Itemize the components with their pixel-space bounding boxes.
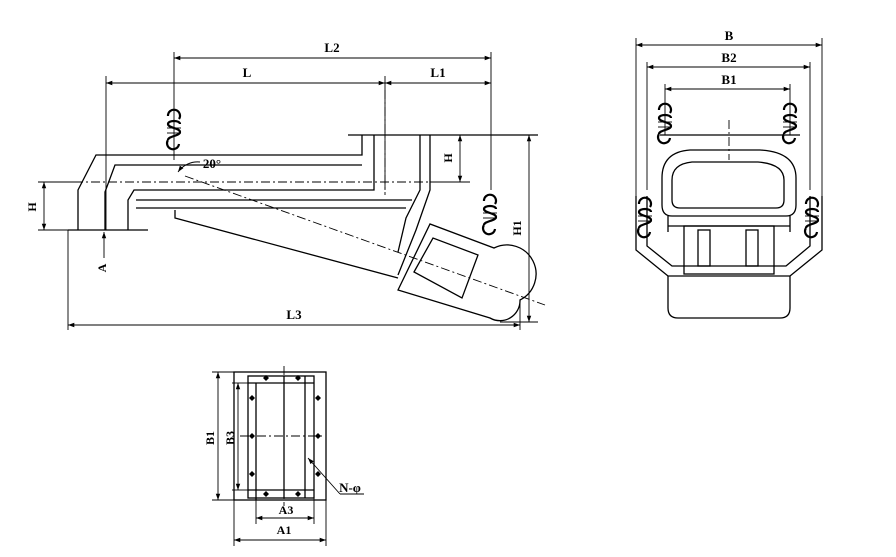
dimension-h1: H1 [500,134,538,323]
label-flange-a1: A1 [277,523,292,537]
label-l3: L3 [286,307,302,322]
dimension-flange-b1: B1 [203,371,234,501]
vibrator-housing [397,223,537,322]
spring-icon [481,193,499,236]
dimension-flange-a3: A3 [255,498,315,524]
label-holes: N-φ [339,480,361,495]
dimension-b1: B1 [665,72,790,92]
dimension-flange-a1: A1 [233,500,327,546]
label-l1: L1 [430,65,445,80]
dimension-l1: L1 [385,65,491,86]
label-b1: B1 [721,72,736,87]
dimension-l3: L3 [68,307,520,328]
label-flange-a3: A3 [279,503,294,517]
label-flange-b3: B3 [223,431,237,445]
spring-icon [803,196,821,239]
label-b2: B2 [721,50,736,65]
label-angle: 20° [203,156,221,171]
dimension-h-right: H [430,135,470,183]
label-h-left: H [25,202,39,212]
dimension-b2: B2 [647,50,810,70]
spring-icon [636,196,654,239]
dimension-l: L [106,65,385,86]
feeder-trough [68,135,431,279]
motor-body [661,149,797,319]
label-a: A [95,263,109,272]
dimension-h-left: H [25,181,80,231]
label-l: L [243,65,252,80]
view-arrow-a: A [95,232,109,272]
label-flange-b1: B1 [203,431,217,445]
label-b: B [725,28,734,43]
dimension-flange-b3: B3 [223,382,248,491]
side-view: L2 L L1 L3 H H [25,40,546,330]
label-l2: L2 [324,40,339,55]
angle-20: 20° [177,156,221,173]
dimension-l2: L2 [174,40,491,61]
flange-view: B1 B3 A3 A1 N-φ [203,366,364,546]
end-view: B B2 B1 [635,28,823,319]
bolt-holes [249,375,321,497]
hole-callout: N-φ [307,457,364,495]
dimension-b: B [636,28,822,48]
label-h-right: H [441,153,455,163]
label-h1: H1 [510,220,524,235]
centerline [184,175,546,306]
